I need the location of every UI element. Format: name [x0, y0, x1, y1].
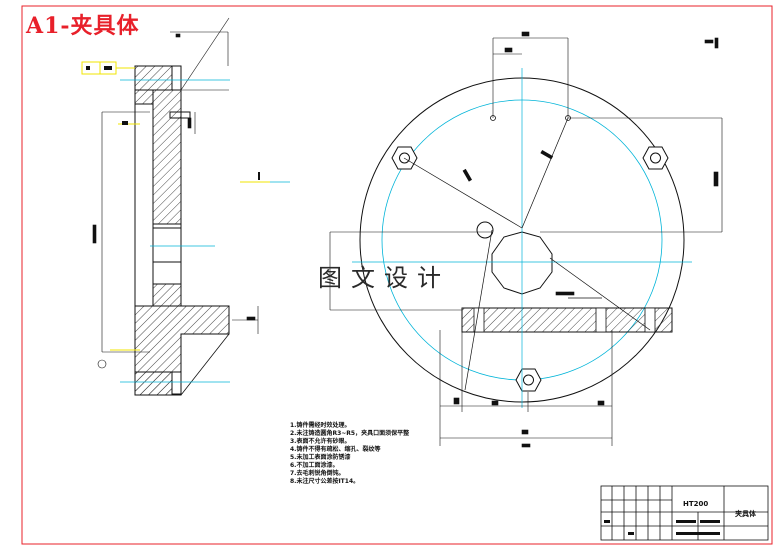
- sheet-title: A1-夹具体: [26, 13, 140, 39]
- technical-note: 1.铸件需经时效处理。: [290, 422, 351, 429]
- technical-note: 8.未注尺寸公差按IT14。: [290, 478, 360, 485]
- technical-note: 6.不加工面涂漆。: [290, 462, 339, 469]
- tolerance-callout-marks: [86, 66, 260, 180]
- sheet-frame: [21, 5, 773, 545]
- nut-right: [642, 146, 669, 170]
- section-bore: [152, 223, 182, 285]
- title-block-part-name: 夹具体: [735, 510, 756, 518]
- technical-note: 2.未注铸造圆角R3~R5，夹具口面须保平整: [290, 430, 410, 437]
- title-block: [600, 485, 769, 541]
- watermark-text: 图文设计: [318, 264, 450, 292]
- technical-note: 3.表面不允许有砂眼。: [290, 438, 351, 445]
- title-block-material: HT200: [683, 500, 709, 508]
- section-dimensions: [92, 31, 259, 369]
- technical-note: 4.铸件不得有疏松、缩孔、裂纹等: [290, 446, 381, 453]
- section-wall: [152, 89, 182, 225]
- front-dimensions: [329, 31, 723, 448]
- nut-bottom: [515, 368, 542, 392]
- technical-notes: 1.铸件需经时效处理。 2.未注铸造圆角R3~R5，夹具口面须保平整 3.表面不…: [290, 422, 409, 486]
- title-block-marks: [604, 520, 720, 535]
- technical-note: 7.去毛刺锐角倒钝。: [290, 470, 345, 477]
- front-centerlines: [352, 68, 692, 408]
- tolerance-callouts: [81, 61, 270, 351]
- front-section-strip: [461, 307, 673, 333]
- technical-note: 5.未加工表面涂防锈漆: [290, 454, 351, 461]
- section-view: [134, 17, 230, 396]
- section-lower-wall: [152, 283, 182, 307]
- front-leaders: [403, 117, 651, 391]
